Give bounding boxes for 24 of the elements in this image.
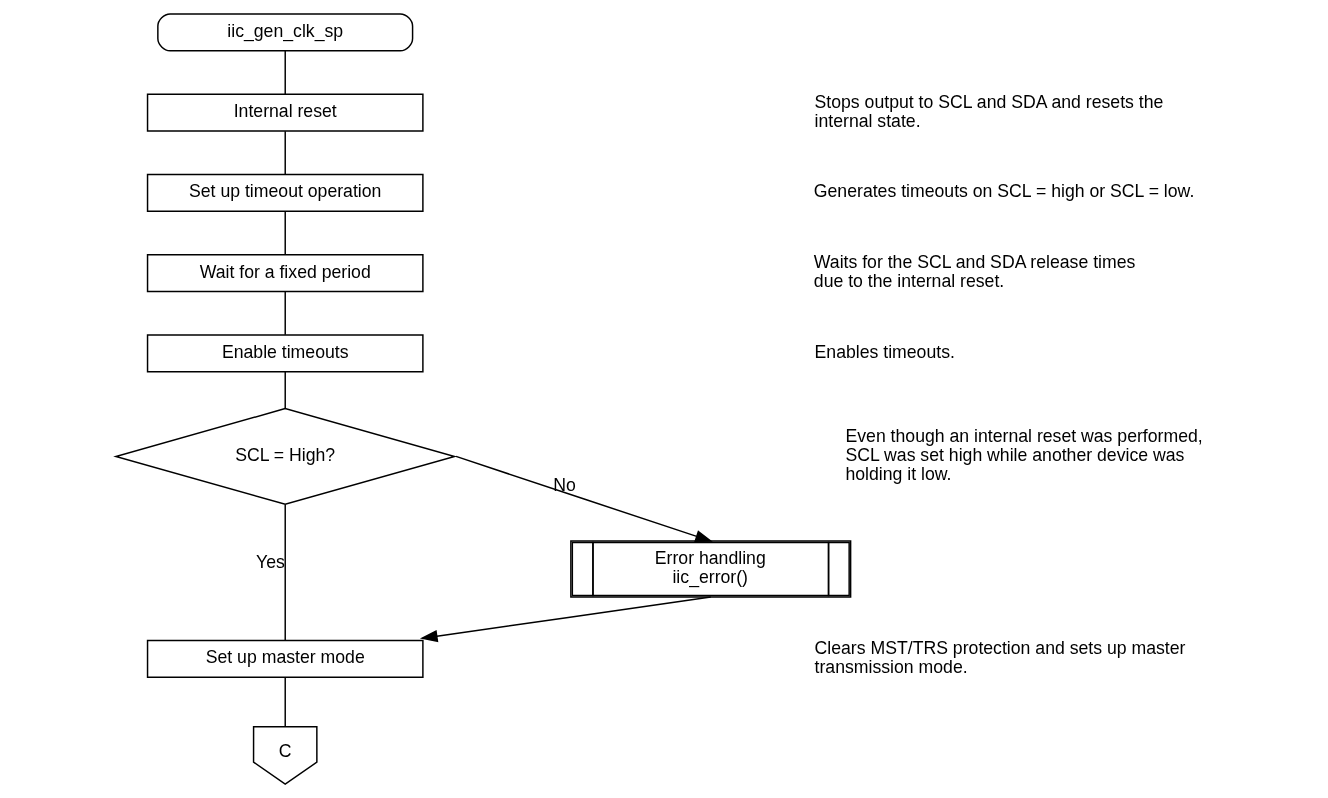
node-box: Set up master mode bbox=[146, 639, 424, 679]
edge-label: Yes bbox=[256, 551, 285, 572]
label: Generates timeouts on SCL = high or SCL = low. bbox=[813, 181, 1195, 202]
connector bbox=[284, 50, 286, 95]
label: Waits for the SCL and SDA release times due to the internal reset. bbox=[813, 252, 1136, 292]
node-box: iic_gen_clk_sp bbox=[157, 13, 414, 52]
connector bbox=[284, 291, 286, 336]
node-box: Set up timeout operation bbox=[146, 173, 424, 212]
label: Enables timeouts. bbox=[814, 341, 955, 362]
connector bbox=[284, 503, 286, 642]
label: Stops output to SCL and SDA and resets the internal state. bbox=[814, 91, 1164, 131]
edge-label: No bbox=[553, 475, 576, 496]
node-box: Enable timeouts bbox=[146, 334, 424, 373]
arrow bbox=[455, 455, 713, 543]
label: Clears MST/TRS protection and sets up master transmission mode. bbox=[814, 637, 1186, 678]
label: Even though an internal reset was performed, SCL was set high while another device was holding it low. bbox=[845, 425, 1203, 485]
connector bbox=[284, 130, 286, 175]
arrow bbox=[419, 596, 712, 643]
connector bbox=[284, 210, 286, 256]
node-diamond: SCL = High? bbox=[113, 407, 458, 506]
node-box: Internal reset bbox=[146, 93, 424, 132]
connector bbox=[284, 371, 286, 410]
connector bbox=[284, 676, 286, 727]
node-box: Wait for a fixed period bbox=[146, 253, 424, 293]
